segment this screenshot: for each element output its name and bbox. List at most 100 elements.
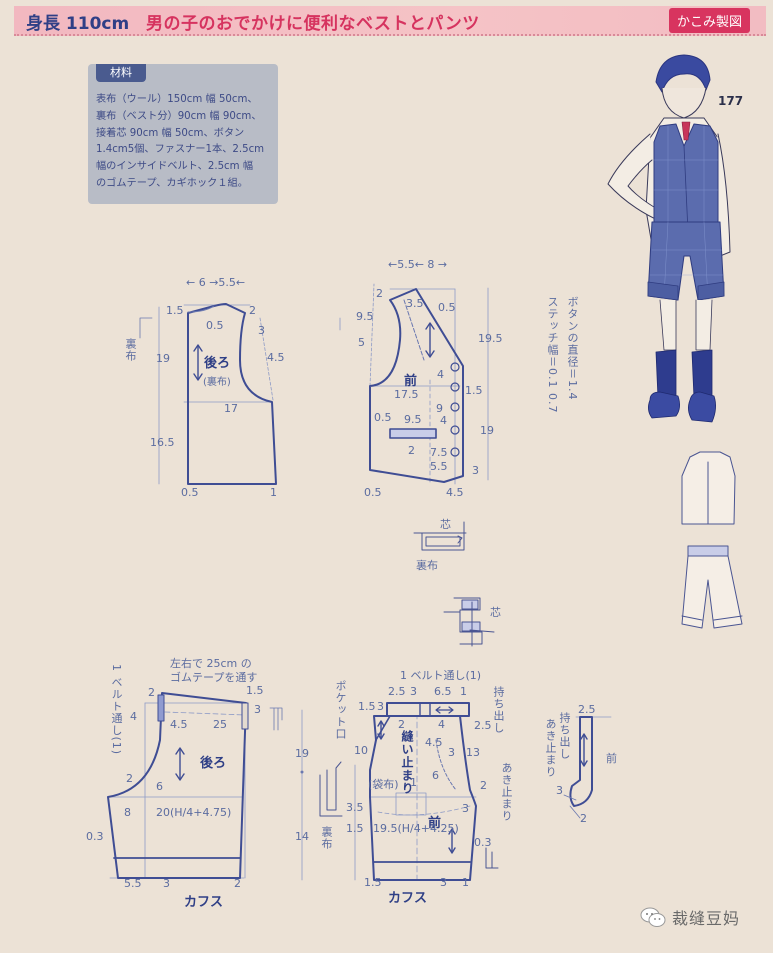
dim-button-gap: 4 [437,368,444,381]
cuff-label-front: カフス [388,891,428,906]
dim-band: 3 [254,703,261,716]
button-diameter-note: ボタンの直径＝1.4 [566,296,579,401]
dim-crotch-curve: 6 [156,780,163,793]
dim-armhole-a: 3 [258,324,265,337]
dim-front-armhole-b: 5 [358,336,365,349]
pattern-number: 177 [718,94,744,108]
dim-dart: 9 [436,402,443,415]
dim-front-hem-right: 1 [462,876,469,889]
dim-front-band: 3 [377,700,384,713]
dim-front-upper-length: 19 [295,747,309,760]
dim-fly-ext-width: 2.5 [578,703,596,716]
page-title: 男の子のおでかけに便利なベストとパンツ [146,14,480,34]
belt-loop-note-front: 1 ベルト通し(1) [400,669,482,682]
dim-front-crotch: 6 [432,769,439,782]
vest-back-sublabel: (裏布) [203,377,231,388]
opening-stop-note: あき止まり [500,762,513,822]
dim-shoulder-drop: 2 [249,304,256,317]
dim-lower-a: 7.5 [430,446,448,459]
cuff-label-back: カフス [184,895,224,910]
header-bar: 身長 110cm 男の子のおでかけに便利なベストとパンツ かこみ製図 [14,6,766,36]
vest-back-top-dims: ← 6 →5.5← [186,276,246,289]
dim-waist-right: 1.5 [246,684,264,697]
dim-hip-back: 20(H/4+4.75) [156,806,232,819]
stitch-width-note: ステッチ幅＝0.1 0.7 [546,296,559,414]
elastic-note-2: ゴムテープを通す [170,671,258,684]
dim-front-upper-length: 19.5 [478,332,503,345]
dim-waist-a: 2.5 [388,685,406,698]
dim-front-crotch-b: 2 [480,779,487,792]
dim-waist-c: 6.5 [434,685,452,698]
dim-fly-b: 3 [448,746,455,759]
dim-armhole-b: 4.5 [267,351,285,364]
dim-inseam: 8 [124,806,131,819]
vest-back-pattern [139,303,277,485]
dim-front-hem-left: 1.5 [364,876,382,889]
extension-note: 持ち出し [492,686,505,734]
dim-crotch: 2 [126,772,133,785]
dim-waist-left: 1.5 [358,700,376,713]
pattern-type-badge: かこみ製図 [668,8,750,33]
dim-hip-front: 19.5(H/4+4.25) [373,822,459,835]
dim-upper-length: 19 [156,352,170,365]
dim-fly-ext-b: 2 [580,812,587,825]
pants-front-pattern [300,702,499,881]
dim-shoulder-rise: 1.5 [166,304,184,317]
pants-back-label: 後ろ [200,756,227,771]
dim-pocket-offset: 0.5 [374,411,392,424]
watermark-text: 裁缝豆妈 [672,909,741,928]
dim-chest: 17 [224,402,238,415]
front-lining-note: 裏布 [320,826,333,850]
dim-hem-side-back: 0.3 [86,830,104,843]
dim-hem-right-back: 2 [234,877,241,890]
dim-lower-b: 5.5 [430,460,448,473]
interfacing-label-1: 芯 [440,518,451,531]
materials-title: 材料 [96,64,146,82]
dim-front-shoulder: 2 [376,287,383,300]
dim-waist-b: 3 [410,685,417,698]
boy-illustration [607,54,731,423]
pocket-opening-note: ポケット口 [334,680,347,740]
dim-dart-back: 4.5 [170,718,188,731]
belt-loop-note-back: 1 ベルト通し(1) [110,664,123,756]
fly-ext-note-1: 持ち出し [558,712,571,760]
vest-back-side-note: 裏布 [124,338,137,362]
interfacing-label-2: 芯 [490,606,501,619]
dim-overlap: 1.5 [465,384,483,397]
dim-lower-length: 16.5 [150,436,175,449]
dim-front-lower-length: 19 [480,424,494,437]
fly-extension-pattern [563,716,612,819]
vest-front-label: 前 [404,374,418,389]
elastic-note-1: 左右で 25cm の [170,657,252,670]
dim-elastic: 25 [213,718,227,731]
dim-inseam-point: 3 [462,802,469,815]
pocket-bag-label: (袋布) [368,778,399,791]
vest-back-sketch [681,451,736,525]
dim-front-cuff: 3 [440,876,447,889]
dim-point-height: 3 [472,464,479,477]
lining-label: 裏布 [416,559,438,572]
dim-cuff-back: 3 [163,877,170,890]
facing-detail-1 [413,521,467,551]
dim-fly-a: 4 [438,718,445,731]
dim-hip-left: 3.5 [346,801,364,814]
dim-side-a: 4 [130,710,137,723]
wechat-icon [640,907,666,927]
dim-front-lower-length: 14 [295,830,309,843]
pants-back-pattern [107,692,283,879]
dim-hem-right: 1 [270,486,277,499]
vest-front-top-dims: ←5.5← 8 → [388,258,448,271]
dim-waist-d: 1 [460,685,467,698]
pants-front-label: 前 [428,816,442,831]
dim-curve: 13 [466,746,480,759]
vest-back-label: 後ろ [204,356,231,371]
fly-ext-note-2: あき止まり [544,718,557,778]
dim-pocket-height: 2 [408,444,415,457]
facing-detail-2 [443,597,495,647]
materials-text: 表布（ウール）150cm 幅 50cm、 裏布（ベスト分）90cm 幅 90cm… [96,94,265,189]
dim-front-armhole-a: 9.5 [356,310,374,323]
fly-ext-front-label: 前 [606,752,617,765]
dim-pocket-side: 4 [440,414,447,427]
dim-point-width: 4.5 [446,486,464,499]
dim-hem-left: 0.5 [181,486,199,499]
